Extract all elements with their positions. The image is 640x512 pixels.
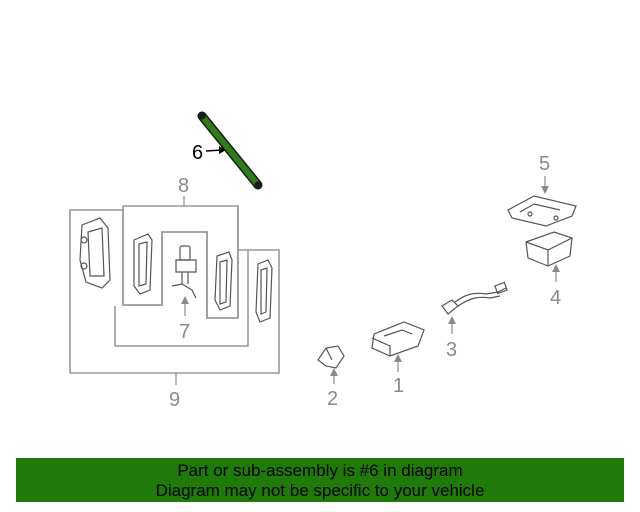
callout-6-leader bbox=[205, 146, 226, 154]
part-4-box bbox=[525, 231, 573, 267]
assembly-9-inner-frame bbox=[114, 250, 249, 347]
callout-9[interactable]: 9 bbox=[169, 389, 180, 411]
callout-4[interactable]: 4 bbox=[550, 287, 561, 309]
part-1-module bbox=[371, 321, 425, 357]
lamp-housing-left bbox=[79, 217, 111, 289]
callout-5[interactable]: 5 bbox=[539, 153, 550, 175]
part-7-socket bbox=[171, 245, 197, 299]
callout-2-arrow bbox=[330, 368, 338, 376]
callout-7[interactable]: 7 bbox=[179, 321, 190, 343]
callout-4-arrow bbox=[552, 264, 560, 272]
part-2-bracket bbox=[317, 345, 345, 369]
part-6-rod[interactable] bbox=[197, 111, 263, 190]
lens-8a bbox=[133, 233, 153, 295]
callout-1[interactable]: 1 bbox=[393, 375, 404, 397]
callout-1-arrow bbox=[394, 354, 402, 362]
callout-3-arrow bbox=[448, 316, 456, 324]
callout-3[interactable]: 3 bbox=[446, 339, 457, 361]
part-5-bracket bbox=[507, 195, 577, 227]
part-3-harness bbox=[441, 281, 508, 315]
assembly-9-frame bbox=[69, 206, 280, 374]
lens-8b bbox=[214, 251, 233, 311]
callout-5-arrow bbox=[541, 186, 549, 194]
banner-line-1: Part or sub-assembly is #6 in diagram bbox=[177, 461, 463, 480]
callout-6[interactable]: 6 bbox=[192, 142, 203, 164]
callout-8[interactable]: 8 bbox=[178, 175, 189, 197]
callout-2[interactable]: 2 bbox=[327, 388, 338, 410]
lamp-housing-right bbox=[255, 259, 273, 323]
banner-line-2: Diagram may not be specific to your vehi… bbox=[155, 481, 485, 500]
callout-7-arrow bbox=[181, 296, 189, 304]
info-banner: Part or sub-assembly is #6 in diagram Di… bbox=[16, 458, 624, 502]
